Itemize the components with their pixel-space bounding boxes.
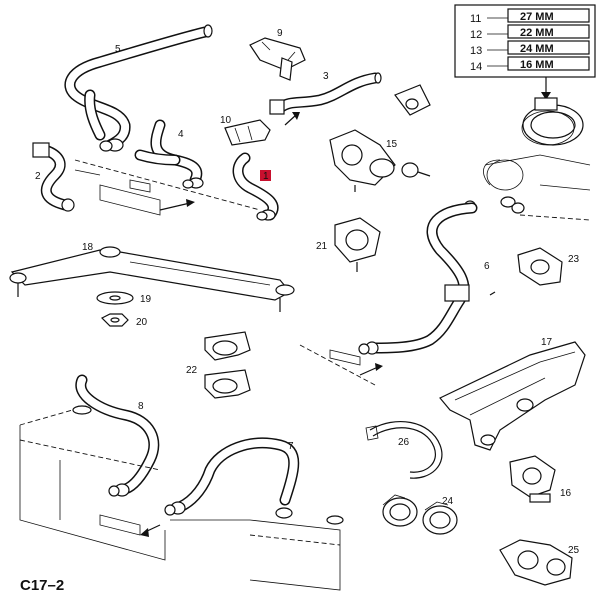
figure-caption: C17–2 (20, 577, 64, 594)
legend-num-11: 11 (470, 13, 481, 25)
highlight-badge (260, 170, 271, 181)
hose-4 (134, 119, 204, 189)
hose-8 (75, 374, 160, 497)
legend-num-13: 13 (470, 45, 482, 57)
part-10-clip (224, 119, 271, 146)
hose-3 (269, 72, 382, 126)
callout-17: 17 (541, 337, 553, 348)
legend-num-12: 12 (470, 29, 482, 41)
legend-size-16mm: 16 MM (520, 59, 554, 71)
hose-5 (64, 24, 213, 152)
hose-2 (32, 142, 75, 212)
part-18-bar (9, 246, 295, 312)
callout-15: 15 (386, 139, 398, 150)
engine-block-lower (19, 404, 166, 561)
bracket-small (394, 84, 431, 116)
part-25-clip (499, 539, 573, 586)
callout-3: 3 (323, 71, 329, 82)
part-9-bracket (249, 37, 306, 81)
callout-16: 16 (560, 488, 572, 499)
callout-8: 8 (138, 401, 144, 412)
part-26-band (365, 421, 443, 479)
callout-23: 24 (442, 496, 454, 507)
callout-20: 20 (136, 317, 148, 328)
part-23-clamps (382, 494, 458, 535)
hose-6 (358, 202, 496, 355)
callout-10: 10 (220, 115, 232, 126)
part-24-clip (517, 247, 563, 286)
hose-1: 1 (232, 152, 279, 221)
engine-outline-right (464, 154, 591, 221)
part-15-bracket (329, 129, 431, 192)
engine-outline-mid (299, 344, 383, 386)
callout-7: 7 (288, 441, 294, 452)
legend-size-24mm: 24 MM (520, 43, 554, 55)
callout-19: 19 (140, 294, 152, 305)
callout-2: 2 (35, 171, 41, 182)
callout-9: 9 (277, 28, 283, 39)
callout-21: 21 (316, 241, 328, 252)
legend-num-14: 14 (470, 61, 482, 73)
part-19-washer (96, 291, 134, 305)
callout-25: 25 (568, 545, 580, 556)
callout-1: 1 (263, 171, 269, 182)
engine-block-lower-mid (170, 515, 344, 591)
callout-5: 5 (115, 44, 121, 55)
part-17-housing (439, 341, 586, 451)
part-16-clamp (509, 455, 556, 503)
part-21-clamp (334, 217, 381, 272)
legend-size-22mm: 22 MM (520, 27, 554, 39)
callout-labels: 5 9 3 4 10 2 15 18 21 6 23 19 20 17 22 8… (35, 28, 580, 556)
callout-22: 22 (186, 365, 198, 376)
part-20-nut (100, 313, 129, 327)
callout-26: 26 (398, 437, 410, 448)
callout-18: 18 (82, 242, 94, 253)
clamp-size-legend: 11 12 13 14 27 MM 22 MM 24 MM 16 MM (454, 4, 596, 100)
callout-24: 23 (568, 254, 580, 265)
part-22-clips (204, 331, 251, 399)
callout-4: 4 (178, 129, 184, 140)
callout-6: 6 (484, 261, 490, 272)
clamp-ring-icon (521, 97, 584, 146)
hose-7 (164, 437, 300, 519)
legend-size-27mm: 27 MM (520, 11, 554, 23)
engine-outline-top (74, 159, 261, 216)
